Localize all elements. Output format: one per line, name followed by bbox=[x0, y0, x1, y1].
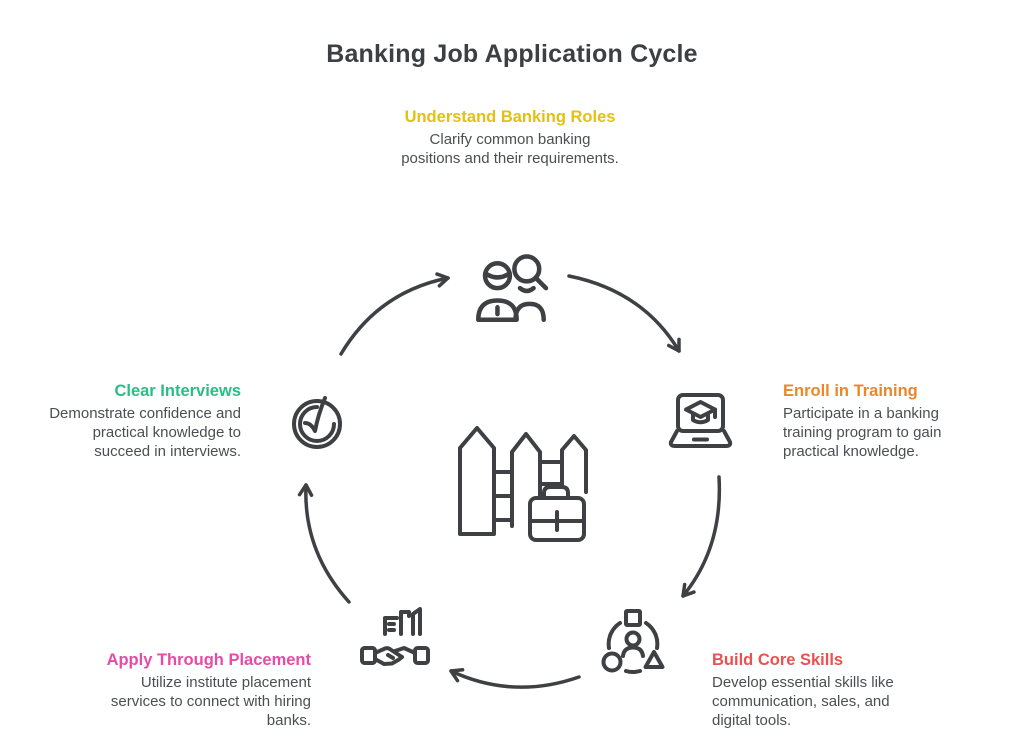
check-swirl-icon bbox=[289, 394, 347, 452]
stage-enroll-in-training: Enroll in Training Participate in a bank… bbox=[783, 381, 961, 461]
stage-title: Apply Through Placement bbox=[106, 651, 311, 669]
arrow-build-skills-to-apply-placement bbox=[449, 668, 581, 689]
stage-description: Utilize institute placement services to … bbox=[110, 674, 311, 729]
stage-clear-interviews: Clear Interviews Demonstrate confidence … bbox=[45, 381, 241, 461]
stage-title: Build Core Skills bbox=[712, 651, 844, 669]
people-search-icon bbox=[467, 249, 555, 325]
stage-title: Enroll in Training bbox=[783, 382, 918, 400]
stage-title: Understand Banking Roles bbox=[404, 108, 616, 126]
arrow-understand-roles-to-enroll-training bbox=[567, 274, 681, 353]
stage-title: Clear Interviews bbox=[114, 382, 241, 400]
laptop-graduation-icon bbox=[663, 392, 739, 454]
arrow-apply-placement-to-clear-interviews bbox=[297, 483, 351, 604]
arrow-enroll-training-to-build-skills bbox=[681, 475, 722, 598]
stage-description: Demonstrate confidence and practical kno… bbox=[49, 405, 241, 460]
stage-build-core-skills: Build Core Skills Develop essential skil… bbox=[712, 650, 912, 730]
stage-description: Participate in a banking training progra… bbox=[783, 405, 942, 460]
stage-apply-through-placement: Apply Through Placement Utilize institut… bbox=[96, 650, 311, 730]
arrow-clear-interviews-to-understand-roles bbox=[339, 272, 450, 356]
page-title: Banking Job Application Cycle bbox=[326, 40, 698, 68]
stage-description: Clarify common banking positions and the… bbox=[401, 131, 619, 167]
bank-buildings-briefcase-icon bbox=[446, 400, 588, 548]
person-skills-icon bbox=[599, 608, 667, 676]
stage-understand-banking-roles: Understand Banking Roles Clarify common … bbox=[398, 107, 622, 168]
stage-description: Develop essential skills like communicat… bbox=[712, 674, 894, 729]
building-handshake-icon bbox=[357, 606, 433, 672]
